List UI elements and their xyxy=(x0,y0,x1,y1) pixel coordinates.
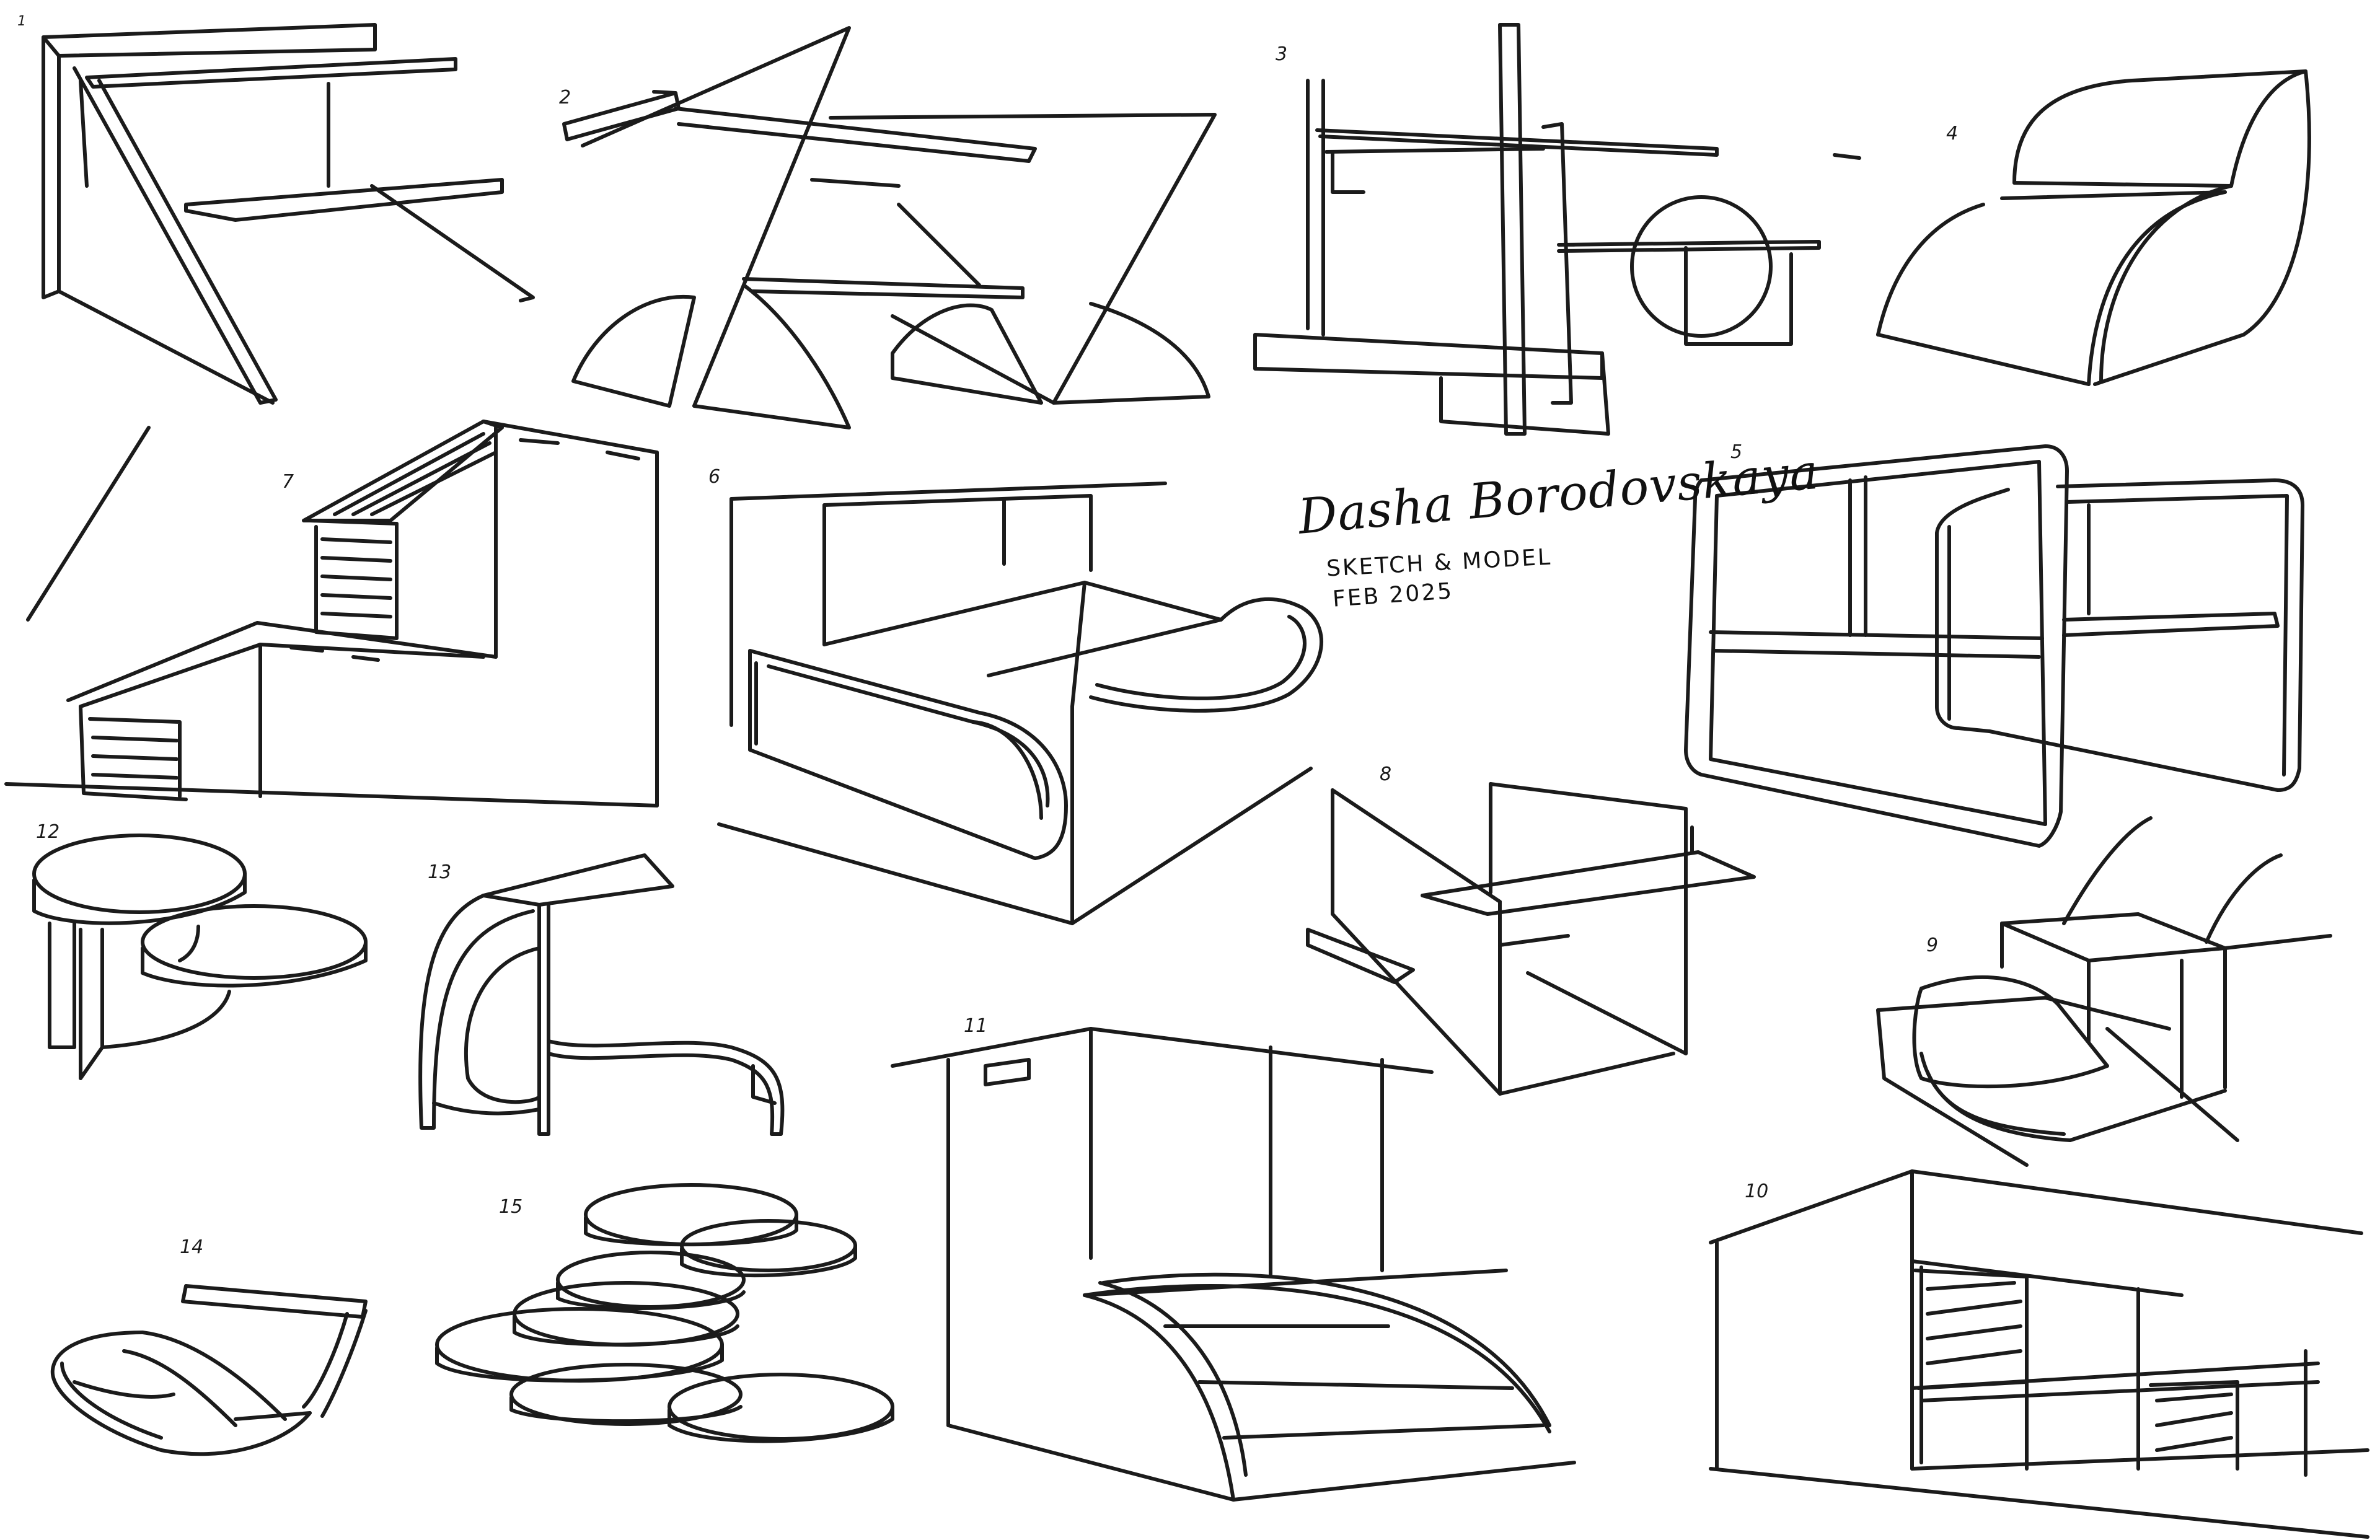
sketch-3-cube-frame xyxy=(1253,23,1861,436)
sketch-number-8: 8 xyxy=(1380,763,1392,785)
sketch-number-4: 4 xyxy=(1946,123,1959,144)
sketch-12-round-tables xyxy=(32,834,368,1080)
sketch-5-tubular-cabinet xyxy=(1684,444,2304,848)
sketch-13-c-table xyxy=(418,853,785,1136)
sketch-8-slab-bench xyxy=(1306,782,1756,1096)
sketch-10-pavilion xyxy=(1709,1169,2369,1539)
sketch-number-5: 5 xyxy=(1730,441,1743,463)
sketch-number-1: 1 xyxy=(17,14,26,29)
sketch-number-11: 11 xyxy=(964,1015,988,1037)
sketch-number-14: 14 xyxy=(180,1236,204,1258)
sketch-15-stacked-ovals xyxy=(435,1183,894,1443)
sketch-number-12: 12 xyxy=(36,821,60,843)
sketch-1-zshelf xyxy=(42,23,535,405)
sketch-9-stepped-seat xyxy=(1876,816,2332,1167)
sketch-number-3: 3 xyxy=(1276,43,1288,65)
sketch-number-13: 13 xyxy=(428,861,452,883)
sketch-number-2: 2 xyxy=(559,87,571,108)
sketch-number-9: 9 xyxy=(1926,935,1939,956)
sketch-6-sofa-module xyxy=(717,482,1323,925)
sketch-7-slatted-desk xyxy=(4,420,659,807)
sketch-14-looped-chair xyxy=(50,1284,368,1456)
sketch-number-10: 10 xyxy=(1745,1181,1769,1202)
sketch-number-7: 7 xyxy=(282,471,294,493)
sketch-number-6: 6 xyxy=(708,466,721,488)
sketch-number-15: 15 xyxy=(499,1196,523,1218)
sketch-2-triangle-desk xyxy=(562,26,1217,429)
sketch-4-lounge-chair xyxy=(1876,69,2311,386)
sketch-11-curved-frame xyxy=(891,1027,1576,1502)
